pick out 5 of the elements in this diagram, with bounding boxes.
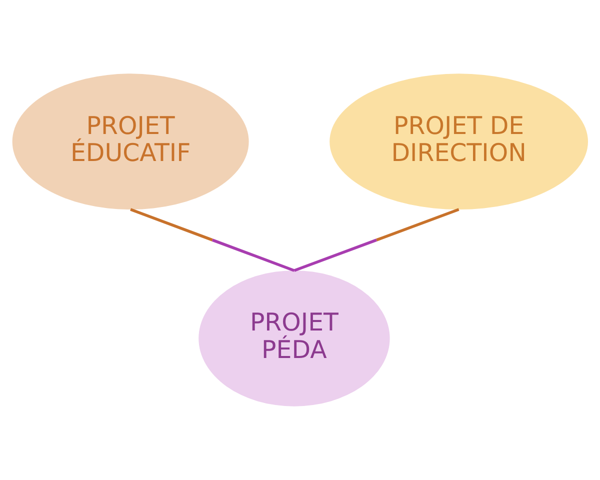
node-ellipse: PROJET ÉDUCATIF: [12, 74, 249, 210]
node-ellipse: PROJET PÉDA: [198, 270, 390, 406]
node-ellipse: PROJET DE DIRECTION: [330, 74, 588, 210]
connector: [294, 208, 460, 272]
connector: [130, 208, 295, 272]
